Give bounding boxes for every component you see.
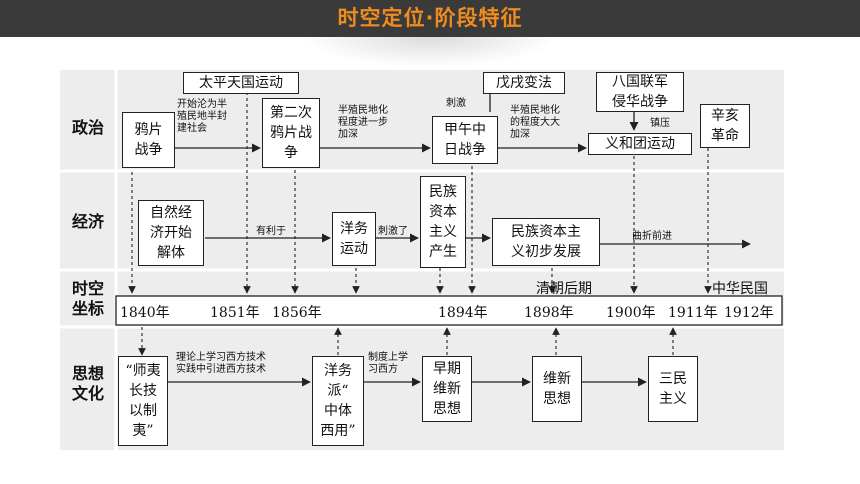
row-separators — [60, 70, 784, 450]
year-label: 1912年 — [724, 305, 774, 321]
box-opium-war: 鸦片 战争 — [122, 112, 175, 168]
year-label: 1898年 — [524, 305, 574, 321]
row-label-coordinate: 时空 坐标 — [71, 279, 104, 318]
year-label: 1911年 — [668, 305, 718, 321]
year-axis — [115, 295, 783, 326]
note-greatly-deepened: 半殖民地化 的程度大大 加深 — [510, 105, 560, 140]
year-label: 1856年 — [272, 305, 322, 321]
note-theory-practice: 理论上学习西方技术 实践中引进西方技术 — [176, 352, 266, 375]
box-westernization-school: 洋务 派“ 中体 西用” — [312, 356, 364, 446]
note-suppress: 镇压 — [650, 118, 670, 129]
note-stimulate: 刺激 — [446, 98, 466, 109]
box-three-principles: 三民 主义 — [648, 356, 698, 422]
row-label-politics: 政治 — [71, 118, 104, 137]
note-semi-feudal: 开始沦为半 殖民地半封 建社会 — [177, 99, 227, 134]
box-national-capitalism: 民族 资本 主义 产生 — [420, 176, 466, 268]
note-stimulated: 刺激了 — [378, 226, 408, 237]
note-institution: 制度上学 习西方 — [368, 352, 408, 375]
box-taiping: 太平天国运动 — [183, 72, 299, 94]
year-label: 1840年 — [120, 305, 170, 321]
box-learn-from-barbarians: “师夷 长技 以制 夷” — [118, 356, 168, 446]
box-second-opium-war: 第二次 鸦片战 争 — [262, 98, 320, 168]
box-reform-1898: 戊戌变法 — [483, 72, 565, 94]
note-tortuous: 曲折前进 — [632, 231, 672, 242]
title-bar-shadow — [300, 37, 560, 67]
note-deepened: 半殖民地化 程度进一步 加深 — [338, 105, 388, 140]
box-boxer-movement: 义和团运动 — [588, 133, 692, 155]
row-label-thought: 思想 文化 — [71, 364, 104, 403]
box-xinhai-revolution: 辛亥 革命 — [700, 104, 750, 148]
box-natural-economy: 自然经 济开始 解体 — [138, 200, 204, 266]
box-sino-japanese-war: 甲午中 日战争 — [432, 116, 498, 164]
year-label: 1894年 — [438, 305, 488, 321]
year-label: 1851年 — [210, 305, 260, 321]
box-national-capital-development: 民族资本主 义初步发展 — [492, 218, 600, 266]
year-label: 1900年 — [606, 305, 656, 321]
box-westernization-movement: 洋务 运动 — [332, 212, 376, 266]
page-title: 时空定位·阶段特征 — [337, 6, 523, 30]
title-bar — [0, 0, 860, 37]
box-reform-thought: 维新 思想 — [532, 356, 582, 422]
box-early-reform-thought: 早期 维新 思想 — [422, 356, 472, 422]
label-republic-of-china: 中华民国 — [712, 281, 768, 297]
label-late-qing: 清朝后期 — [536, 281, 592, 297]
box-eight-nation-invasion: 八国联军 侵华战争 — [596, 72, 684, 112]
row-label-economy: 经济 — [71, 212, 104, 231]
note-beneficial: 有利于 — [256, 226, 286, 237]
